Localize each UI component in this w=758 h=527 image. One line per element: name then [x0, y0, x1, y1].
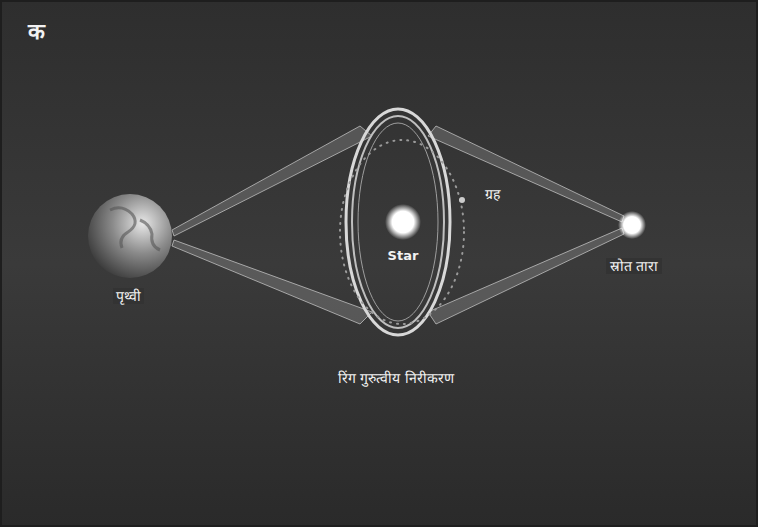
label-text: Star	[388, 248, 419, 264]
label-text: स्रोत तारा	[606, 258, 662, 275]
label-text: पृथ्वी	[113, 288, 144, 305]
label-text: ग्रह	[485, 186, 500, 203]
label-text: क	[28, 19, 45, 45]
label-text: रिंग गुरुत्वीय निरीकरण	[316, 370, 476, 387]
